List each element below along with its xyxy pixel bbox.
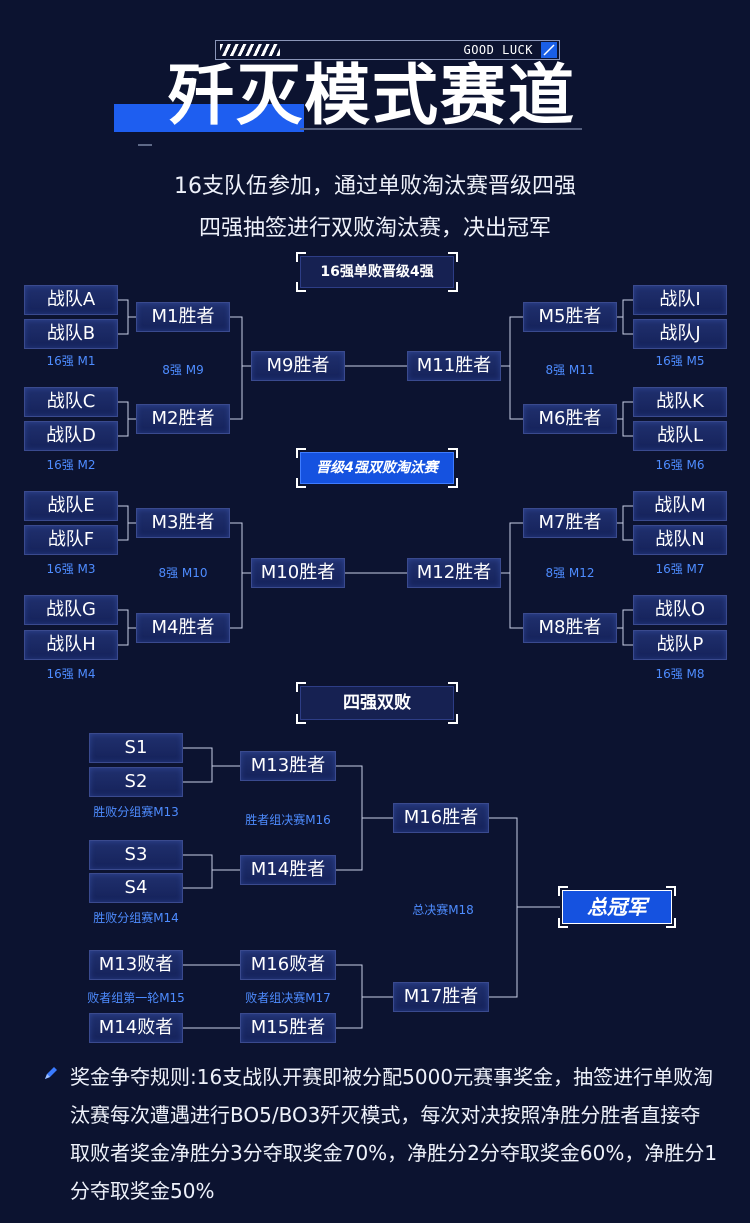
- team-g-box: 战队G: [24, 595, 118, 625]
- match-label-r16-m6: 16强 M6: [655, 458, 705, 472]
- match-label-r8-m11: 8强 M11: [545, 363, 595, 377]
- good-luck-tagline: GOOD LUCK: [463, 43, 533, 57]
- m4-winner-box: M4胜者: [136, 613, 230, 643]
- match-label-r16-m4: 16强 M4: [46, 667, 96, 681]
- header-tag-bar: GOOD LUCK: [215, 40, 560, 60]
- team-o-box: 战队O: [633, 595, 727, 625]
- match-label-r16-m8: 16强 M8: [655, 667, 705, 681]
- section-label-bottom: 四强双败: [296, 682, 458, 724]
- m16-loser-box: M16败者: [240, 950, 336, 980]
- team-j-box: 战队J: [633, 319, 727, 349]
- stripes-decoration: [220, 44, 280, 56]
- seed-s3-box: S3: [89, 840, 183, 870]
- seed-s1-box: S1: [89, 733, 183, 763]
- match-label-r16-m3: 16强 M3: [46, 562, 96, 576]
- match-label-m13: 胜败分组赛M13: [93, 805, 179, 819]
- match-label-r16-m2: 16强 M2: [46, 458, 96, 472]
- match-label-r16-m1: 16强 M1: [46, 354, 96, 368]
- match-label-m18: 总决赛M18: [412, 903, 474, 917]
- m10-winner-box: M10胜者: [251, 558, 345, 588]
- m6-winner-box: M6胜者: [523, 404, 617, 434]
- section-label-middle: 晋级4强双败淘汰赛: [296, 448, 458, 488]
- m7-winner-box: M7胜者: [523, 508, 617, 538]
- section-top-text: 16强单败晋级4强: [320, 264, 434, 280]
- section-bottom-text: 四强双败: [343, 693, 411, 713]
- m11-winner-box: M11胜者: [407, 351, 501, 381]
- team-b-box: 战队B: [24, 319, 118, 349]
- match-label-m15: 败者组第一轮M15: [87, 991, 185, 1005]
- match-label-r8-m9: 8强 M9: [162, 363, 204, 377]
- subtitle-dash: [138, 144, 152, 146]
- section-middle-text: 晋级4强双败淘汰赛: [316, 460, 438, 476]
- team-c-box: 战队C: [24, 387, 118, 417]
- m1-winner-box: M1胜者: [136, 302, 230, 332]
- m12-winner-box: M12胜者: [407, 558, 501, 588]
- match-label-m17: 败者组决赛M17: [245, 991, 331, 1005]
- team-a-box: 战队A: [24, 285, 118, 315]
- team-f-box: 战队F: [24, 525, 118, 555]
- team-e-box: 战队E: [24, 491, 118, 521]
- m15-winner-box: M15胜者: [240, 1013, 336, 1043]
- m13-loser-box: M13败者: [89, 950, 183, 980]
- match-label-m16: 胜者组决赛M16: [245, 813, 331, 827]
- team-k-box: 战队K: [633, 387, 727, 417]
- team-h-box: 战队H: [24, 630, 118, 660]
- m5-winner-box: M5胜者: [523, 302, 617, 332]
- page-title: 歼灭模式赛道: [168, 57, 576, 134]
- title-underline: [300, 128, 582, 130]
- section-label-top: 16强单败晋级4强: [296, 252, 458, 292]
- match-label-r16-m7: 16强 M7: [655, 562, 705, 576]
- m8-winner-box: M8胜者: [523, 613, 617, 643]
- m14-winner-box: M14胜者: [240, 855, 336, 885]
- m3-winner-box: M3胜者: [136, 508, 230, 538]
- m14-loser-box: M14败者: [89, 1013, 183, 1043]
- match-label-r8-m10: 8强 M10: [158, 566, 208, 580]
- subtitle-line-1: 16支队伍参加，通过单败淘汰赛晋级四强: [174, 174, 576, 199]
- team-l-box: 战队L: [633, 421, 727, 451]
- match-label-m14: 胜败分组赛M14: [93, 911, 179, 925]
- m13-winner-box: M13胜者: [240, 751, 336, 781]
- title-accent-block: [114, 104, 304, 132]
- team-i-box: 战队I: [633, 285, 727, 315]
- m9-winner-box: M9胜者: [251, 351, 345, 381]
- team-p-box: 战队P: [633, 630, 727, 660]
- prize-rules-text: 奖金争夺规则:16支战队开赛即被分配5000元赛事奖金，抽签进行单败淘汰赛每次遭…: [70, 1065, 718, 1203]
- seed-s4-box: S4: [89, 873, 183, 903]
- match-label-r8-m12: 8强 M12: [545, 566, 595, 580]
- seed-s2-box: S2: [89, 767, 183, 797]
- subtitle-line-2: 四强抽签进行双败淘汰赛，决出冠军: [198, 216, 551, 241]
- match-label-r16-m5: 16强 M5: [655, 354, 705, 368]
- team-d-box: 战队D: [24, 421, 118, 451]
- m17-winner-box: M17胜者: [393, 982, 489, 1012]
- pen-icon: [42, 1064, 60, 1082]
- slash-box-icon: [541, 42, 557, 58]
- m2-winner-box: M2胜者: [136, 404, 230, 434]
- team-m-box: 战队M: [633, 491, 727, 521]
- champion-text: 总冠军: [587, 895, 647, 919]
- m16-winner-box: M16胜者: [393, 803, 489, 833]
- champion-box: 总冠军: [558, 886, 676, 928]
- team-n-box: 战队N: [633, 525, 727, 555]
